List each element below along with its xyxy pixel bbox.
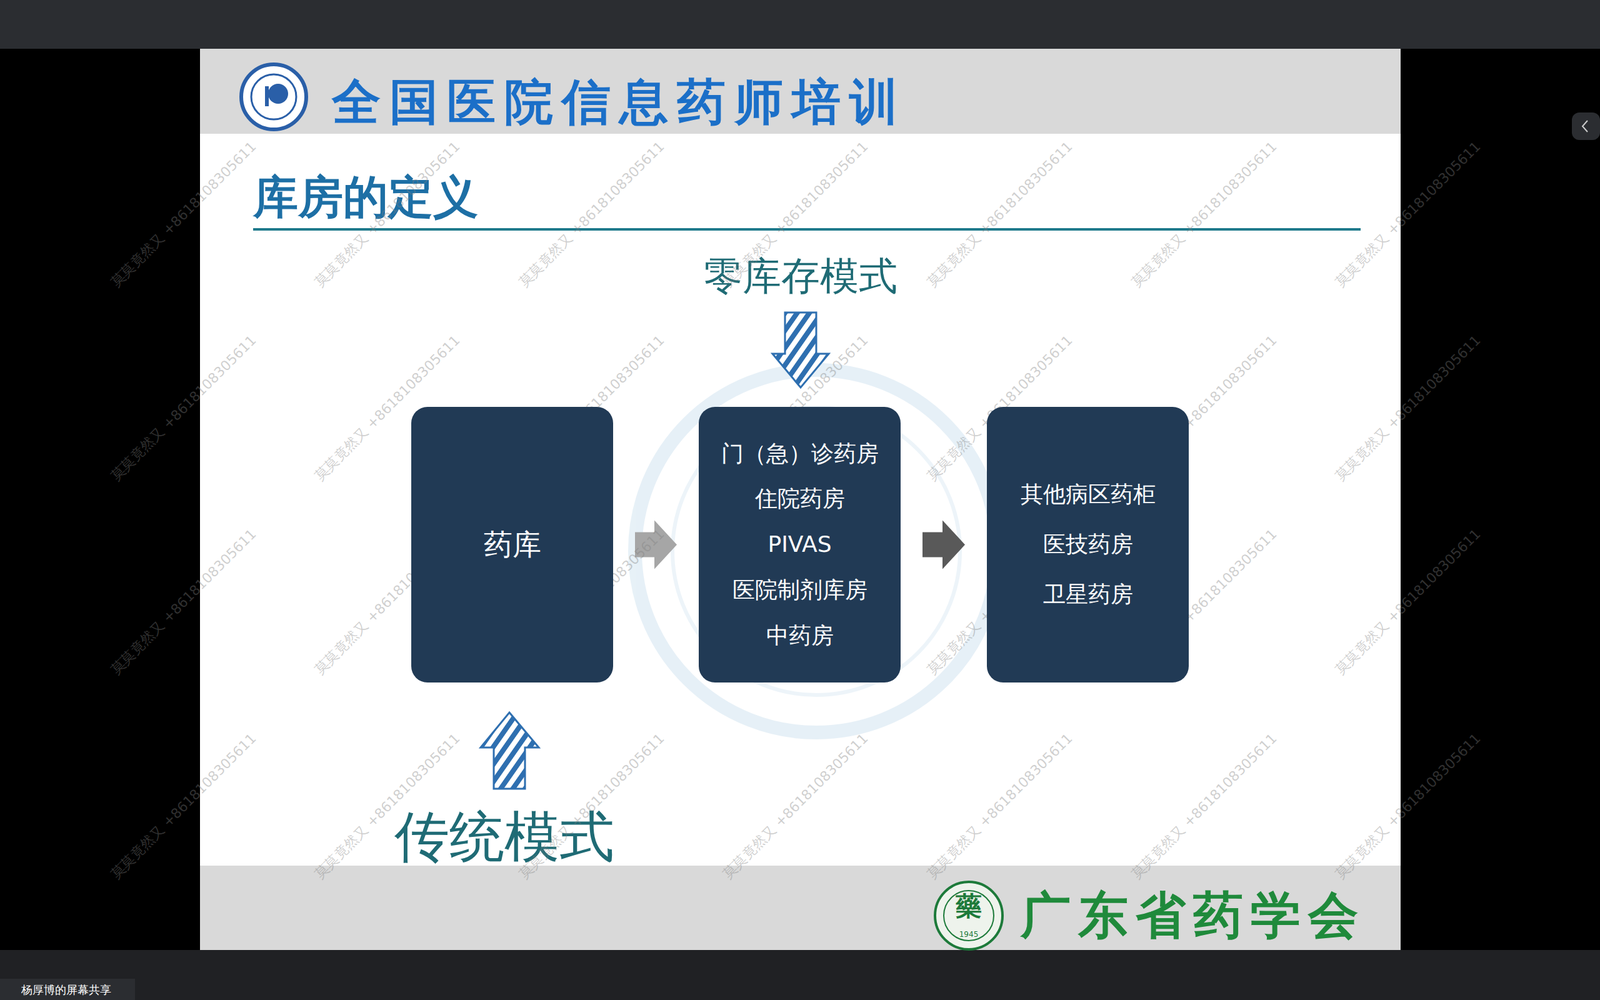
watermark: 莫莫竟然又 +8618108305611 <box>106 137 261 292</box>
footer-logo <box>935 881 1003 950</box>
faint-emblem <box>635 370 998 733</box>
process-box: 其他病区药柜医技药房卫星药房 <box>986 406 1189 683</box>
box-text: 住院药房 <box>755 484 845 514</box>
slide <box>200 48 1401 950</box>
logo-year: 1945 <box>959 930 979 939</box>
header-logo <box>241 64 307 130</box>
watermark: 莫莫竟然又 +8618108305611 <box>923 137 1077 292</box>
logo-glyph: 藥 <box>955 888 982 924</box>
slide-title: 库房的定义 <box>253 167 479 228</box>
share-caption: 杨厚博的屏幕共享 <box>21 982 112 998</box>
watermark: 莫莫竟然又 +8618108305611 <box>1331 331 1485 485</box>
watermark: 莫莫竟然又 +8618108305611 <box>719 331 874 485</box>
box-text: 医院制剂库房 <box>732 575 868 605</box>
watermark: 莫莫竟然又 +8618108305611 <box>1127 331 1282 485</box>
mode-label: 传统模式 <box>394 800 615 875</box>
watermark: 莫莫竟然又 +8618108305611 <box>1331 729 1485 884</box>
watermark: 莫莫竟然又 +8618108305611 <box>106 525 261 679</box>
watermark: 莫莫竟然又 +8618108305611 <box>1331 525 1485 679</box>
watermark: 莫莫竟然又 +8618108305611 <box>719 729 874 884</box>
watermark: 莫莫竟然又 +8618108305611 <box>923 331 1077 485</box>
watermark: 莫莫竟然又 +8618108305611 <box>719 137 874 292</box>
watermark: 莫莫竟然又 +8618108305611 <box>106 729 261 884</box>
mode-label: 零库存模式 <box>703 250 898 303</box>
share-tag <box>0 978 135 1000</box>
watermark: 莫莫竟然又 +8618108305611 <box>1127 137 1282 292</box>
watermark: 莫莫竟然又 +8618108305611 <box>515 137 669 292</box>
top-bar <box>0 0 1600 49</box>
watermark: 莫莫竟然又 +8618108305611 <box>311 729 465 884</box>
block-arrow <box>635 520 677 570</box>
block-arrow <box>922 520 965 570</box>
watermark: 莫莫竟然又 +8618108305611 <box>515 331 669 485</box>
header-band <box>200 48 1401 134</box>
box-text: 中药房 <box>766 621 834 651</box>
box-text: PIVAS <box>767 530 832 560</box>
watermark: 莫莫竟然又 +8618108305611 <box>923 729 1077 884</box>
side-tab <box>1571 112 1600 140</box>
watermark: 莫莫竟然又 +8618108305611 <box>311 331 465 485</box>
bottom-bar <box>0 950 1600 1000</box>
box-text: 医技药房 <box>1043 530 1134 560</box>
box-text: 药库 <box>483 526 542 564</box>
watermark: 莫莫竟然又 +8618108305611 <box>311 137 465 292</box>
box-text: 卫星药房 <box>1043 580 1134 610</box>
box-text: 门（急）诊药房 <box>721 439 879 469</box>
watermark: 莫莫竟然又 +8618108305611 <box>311 525 465 679</box>
watermark: 莫莫竟然又 +8618108305611 <box>1127 525 1282 679</box>
striped-up-arrow <box>480 712 539 789</box>
watermark: 莫莫竟然又 +8618108305611 <box>923 525 1077 679</box>
footer-band <box>200 865 1401 950</box>
society-name: 广东省药学会 <box>1020 882 1366 950</box>
process-box: 门（急）诊药房住院药房 PIVAS 医院制剂库房中药房 <box>698 406 901 683</box>
title-rule <box>253 228 1361 231</box>
watermark: 莫莫竟然又 +8618108305611 <box>1331 137 1485 292</box>
process-box: 药库 <box>411 406 614 683</box>
watermark: 莫莫竟然又 +8618108305611 <box>515 729 669 884</box>
chevron-icon <box>1582 120 1588 132</box>
striped-down-arrow <box>772 312 829 388</box>
watermark: 莫莫竟然又 +8618108305611 <box>719 525 874 679</box>
watermark: 莫莫竟然又 +8618108305611 <box>106 331 261 485</box>
watermark: 莫莫竟然又 +8618108305611 <box>1127 729 1282 884</box>
box-text: 其他病区药柜 <box>1020 480 1156 510</box>
header-text: 全国医院信息药师培训 <box>331 70 907 136</box>
watermark: 莫莫竟然又 +8618108305611 <box>515 525 669 679</box>
